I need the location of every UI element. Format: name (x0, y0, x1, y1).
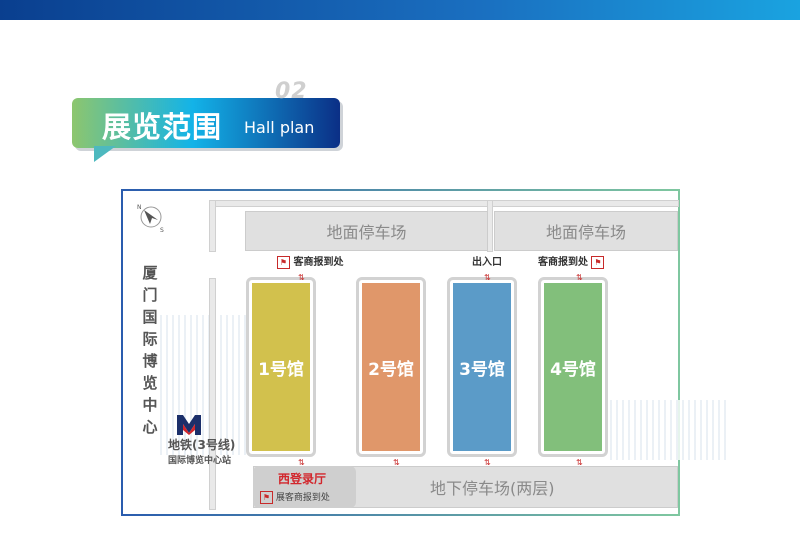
metro-station: 国际博览中心站 (168, 456, 232, 466)
metro-logo-icon (177, 415, 201, 435)
passage-arrow-icon: ⇅ (484, 458, 491, 467)
hall-2[interactable]: 2号馆 (356, 277, 426, 457)
passage-arrow-icon: ⇅ (484, 273, 491, 282)
metro-line: 地铁(3号线) (168, 438, 236, 452)
section-subtitle: Hall plan (244, 118, 315, 137)
building-illustration (610, 400, 730, 460)
west-hall-name: 西登录厅 (278, 472, 327, 486)
hall-4[interactable]: 4号馆 (538, 277, 608, 457)
reception-right: 客商报到处 ⚑ (538, 256, 605, 270)
road (209, 200, 216, 252)
svg-text:N: N (137, 204, 142, 211)
road (209, 200, 679, 207)
building-illustration (160, 315, 250, 455)
reception-left: ⚑ 客商报到处 (277, 256, 343, 270)
passage-arrow-icon: ⇅ (576, 458, 583, 467)
passage-arrow-icon: ⇅ (576, 273, 583, 282)
passage-arrow-icon: ⇅ (393, 458, 400, 467)
section-banner: 展览范围 Hall plan (72, 98, 340, 162)
compass-icon: N S (137, 204, 164, 233)
top-bar (0, 0, 800, 20)
parking-top-right: 地面停车场 (494, 211, 678, 251)
svg-text:S: S (160, 227, 164, 233)
hall-3[interactable]: 3号馆 (447, 277, 517, 457)
section-title: 展览范围 (102, 110, 223, 144)
west-hall[interactable]: 西登录厅 ⚑ 展客商报到处 (253, 466, 356, 508)
passage-arrow-icon: ⇅ (298, 458, 305, 467)
reception-icon: ⚑ (591, 256, 605, 269)
passage-arrow-icon: ⇅ (298, 273, 305, 282)
entrance-label: 出入口 (472, 257, 502, 268)
reception-icon: ⚑ (260, 491, 273, 504)
road (209, 278, 216, 510)
section-number: 02 (275, 79, 308, 104)
hall-1[interactable]: 1号馆 (246, 277, 316, 457)
reception-icon: ⚑ (277, 256, 290, 269)
parking-top-left: 地面停车场 (245, 211, 488, 251)
venue-name: 厦门国际博览中心 (142, 264, 158, 436)
west-hall-sub: 展客商报到处 (275, 493, 330, 503)
